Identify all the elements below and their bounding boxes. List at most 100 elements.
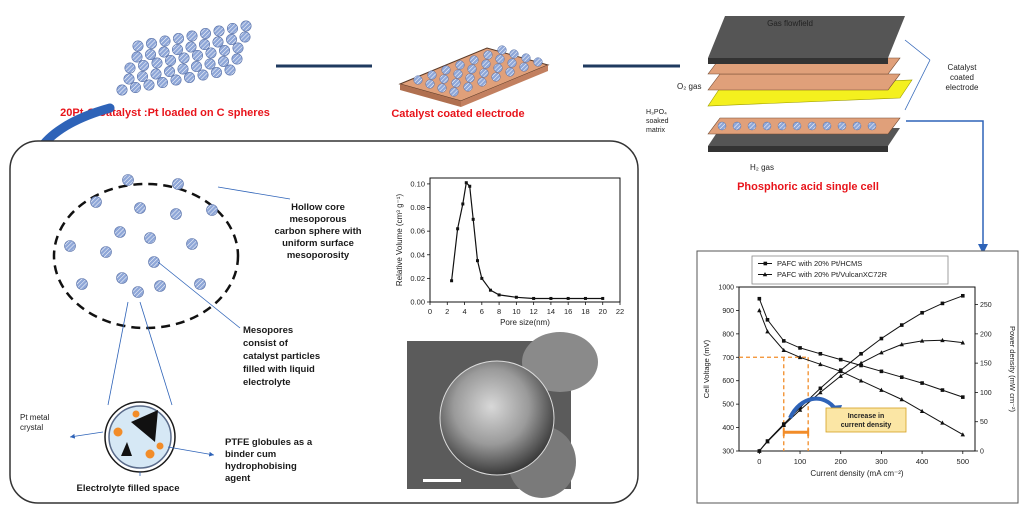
voltage-point — [757, 308, 762, 313]
ptfe-globule — [132, 410, 140, 418]
catalyst-sphere — [124, 62, 136, 74]
voltage-point — [960, 395, 965, 399]
pol-right-axis-label: Power density (mW cm⁻²) — [1008, 326, 1017, 413]
power-point — [797, 407, 803, 412]
mesopore-dot — [186, 238, 198, 250]
stack-dot — [717, 121, 727, 131]
mesopore-dots — [64, 174, 218, 298]
stack-dot — [762, 121, 772, 131]
catalyst-sphere — [145, 48, 157, 60]
hollow-label-2: mesoporous — [289, 214, 346, 225]
h3po4-label-2: soaked — [646, 118, 669, 125]
hollow-label-5: mesoporosity — [287, 250, 350, 261]
power-point — [920, 310, 924, 315]
catalyst-sphere — [240, 20, 252, 32]
mesopore-dot — [154, 280, 166, 292]
stack-dot — [867, 121, 877, 131]
catalyst-sphere — [164, 66, 176, 78]
pore-x-tick-label: 18 — [581, 307, 589, 316]
catalyst-sphere — [197, 69, 209, 81]
catalyst-sphere — [239, 31, 251, 43]
power-point — [879, 336, 884, 341]
pore-x-tick-label: 8 — [497, 307, 501, 316]
power-point — [818, 386, 823, 391]
voltage-point — [899, 397, 904, 402]
pt-crystal-small — [121, 442, 132, 456]
electrode-dot — [491, 72, 501, 82]
catalyst-sphere — [177, 63, 189, 75]
pore-y-tick-label: 0.02 — [410, 274, 425, 283]
voltage-point — [781, 339, 786, 343]
catalyst-sphere — [178, 52, 190, 64]
stack-dot — [732, 121, 742, 131]
catalyst-sphere — [224, 64, 236, 76]
catalyst-sphere — [227, 22, 239, 34]
power-point — [960, 340, 965, 345]
catalyst-sphere — [213, 25, 225, 37]
electrode-dot — [477, 77, 487, 87]
electrode-dot — [455, 60, 465, 70]
electrode-dot — [497, 45, 507, 55]
catalyst-sphere — [159, 35, 171, 47]
mesopore-dot — [134, 202, 146, 214]
sem-image — [407, 332, 598, 498]
legend-marker — [763, 261, 768, 266]
voltage-point — [838, 357, 843, 362]
pol-yl-tick-label: 800 — [722, 331, 734, 338]
electrode-dot — [509, 49, 519, 59]
ptfe-label-3: hydrophobising — [225, 461, 297, 472]
electrode-dot — [439, 74, 449, 84]
catalyst-sphere — [205, 47, 217, 59]
catalyst-sphere — [143, 79, 155, 91]
meso-label-4: filled with liquid — [243, 364, 315, 375]
legend-label: PAFC with 20% Pt/HCMS — [777, 259, 862, 268]
electrode-dot — [425, 79, 435, 89]
electrode-dot — [481, 59, 491, 69]
power-point — [757, 448, 762, 453]
pol-x-tick-label: 200 — [834, 457, 847, 466]
pore-series-line — [451, 181, 603, 300]
mesopore-dot — [64, 240, 76, 252]
pol-yl-tick-label: 1000 — [718, 285, 734, 292]
catalyst-sphere — [138, 59, 150, 71]
pol-x-tick-label: 500 — [957, 457, 970, 466]
h3po4-label-3: matrix — [646, 127, 666, 134]
electrode-dot — [437, 83, 447, 93]
voltage-point — [797, 354, 803, 360]
ptfe-label-2: binder cum — [225, 449, 276, 460]
electrode-dot — [505, 67, 515, 77]
pore-point — [549, 296, 553, 300]
pore-point — [583, 296, 587, 300]
catalyst-sphere — [186, 30, 198, 42]
pol-yr-tick-label: 100 — [980, 390, 992, 397]
voltage-point — [798, 346, 802, 350]
catalyst-sphere — [211, 67, 223, 79]
catalyst-sphere — [218, 55, 230, 67]
pore-x-tick-label: 20 — [599, 307, 607, 316]
catalyst-sphere — [173, 32, 185, 44]
voltage-point — [765, 329, 770, 334]
electrode-dot — [519, 62, 529, 72]
electrode-dot — [451, 78, 461, 88]
pore-point — [601, 296, 605, 300]
pol-yr-tick-label: 250 — [980, 302, 992, 309]
pore-point — [456, 227, 460, 231]
ptfe-pointer — [167, 446, 215, 457]
pore-point — [566, 296, 570, 300]
cce-label-3: electrode — [946, 83, 979, 92]
pore-x-axis-label: Pore size(nm) — [500, 318, 550, 327]
catalyst-spheres-cluster — [116, 20, 252, 96]
electrode-dot — [469, 55, 479, 65]
power-point — [838, 368, 843, 372]
mesopore-dot — [206, 204, 218, 216]
pol-x-tick-label: 100 — [794, 457, 807, 466]
increase-arrow — [788, 396, 838, 419]
electrode-dot — [413, 75, 423, 85]
pore-point — [461, 202, 465, 206]
pt-crystal-large — [131, 410, 158, 442]
pore-point — [471, 217, 475, 221]
electrode-dot — [465, 73, 475, 83]
